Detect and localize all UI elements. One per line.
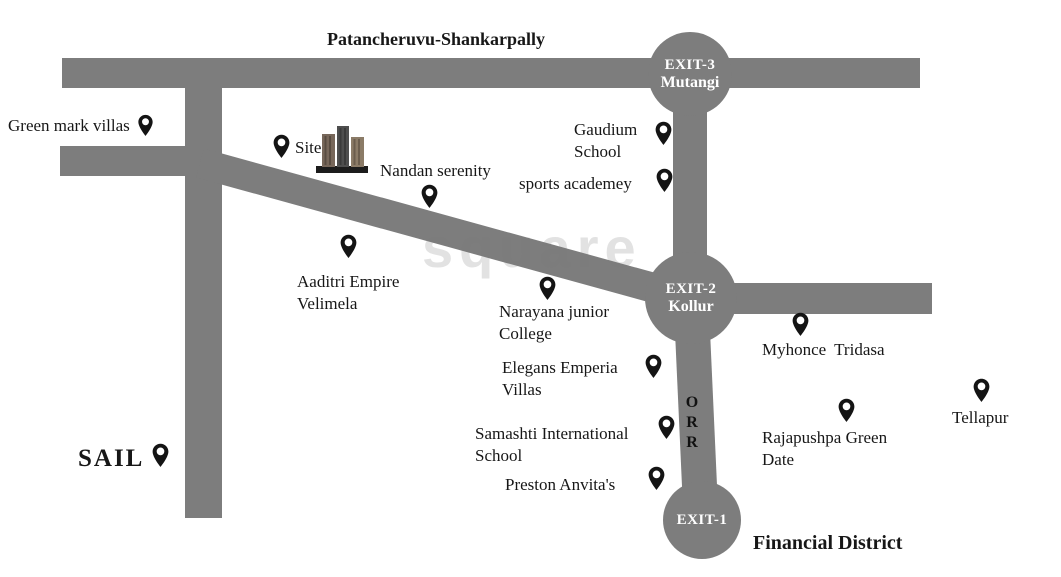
site-pin xyxy=(273,134,290,158)
sports-academey-label: sports academey xyxy=(519,174,632,193)
exit-1-junction: EXIT-1 xyxy=(663,481,741,559)
exit-2-town-label: Kollur xyxy=(668,297,714,315)
green-mark-villas-label: Green mark villas xyxy=(8,115,130,135)
exit-3-town-label: Mutangi xyxy=(660,73,720,91)
orr-letter: R xyxy=(686,414,698,431)
elegans-emperia-pin xyxy=(645,354,662,378)
samashti-school-label: Samashti International School xyxy=(475,424,629,465)
sail-pin xyxy=(152,443,169,467)
green-mark-villas-marker: Green mark villas xyxy=(2,110,162,141)
exit-3-label: EXIT-3 xyxy=(664,56,716,73)
preston-anvitas-label: Preston Anvita's xyxy=(505,475,616,494)
sports-academey-pin xyxy=(656,168,673,192)
site-building-image xyxy=(316,126,368,173)
financial-district-label: Financial District xyxy=(753,532,903,554)
gaudium-school-label: Gaudium School xyxy=(574,120,638,161)
rajapushpa-pin xyxy=(838,398,855,422)
myhonce-tridasa-pin xyxy=(792,312,809,336)
watermark: square xyxy=(422,216,642,279)
green-mark-villas-pin xyxy=(138,114,153,136)
exit-1-label: EXIT-1 xyxy=(676,511,728,528)
orr-letter: O xyxy=(685,394,699,411)
myhonce-tridasa-label: Myhonce Tridasa xyxy=(762,340,885,359)
samashti-school-pin xyxy=(658,415,675,439)
gaudium-school-pin xyxy=(655,121,672,145)
exit-2-junction: EXIT-2 Kollur xyxy=(645,252,737,344)
aaditri-empire-pin xyxy=(340,234,357,258)
exit-3-junction: EXIT-3 Mutangi xyxy=(648,32,732,116)
rajapushpa-label: Rajapushpa Green Date xyxy=(762,428,888,469)
nandan-serenity-label: Nandan serenity xyxy=(380,161,491,180)
site-label: Site xyxy=(295,138,322,157)
road-label-patancheruvu: Patancheruvu-Shankarpally xyxy=(327,29,546,49)
narayana-college-pin xyxy=(539,276,556,300)
narayana-college-label: Narayana junior College xyxy=(499,302,609,343)
exit-2-label: EXIT-2 xyxy=(665,280,717,297)
nandan-serenity-pin xyxy=(421,184,438,208)
orr-letter: R xyxy=(686,434,698,451)
elegans-emperia-label: Elegans Emperia Villas xyxy=(502,358,618,399)
preston-anvitas-pin xyxy=(648,466,665,490)
tellapur-pin xyxy=(973,378,990,402)
aaditri-empire-label: Aaditri Empire Velimela xyxy=(297,272,400,313)
orr-road-label: O R R xyxy=(680,393,704,453)
tellapur-label: Tellapur xyxy=(952,408,1009,427)
sail-label: SAIL xyxy=(78,445,145,472)
